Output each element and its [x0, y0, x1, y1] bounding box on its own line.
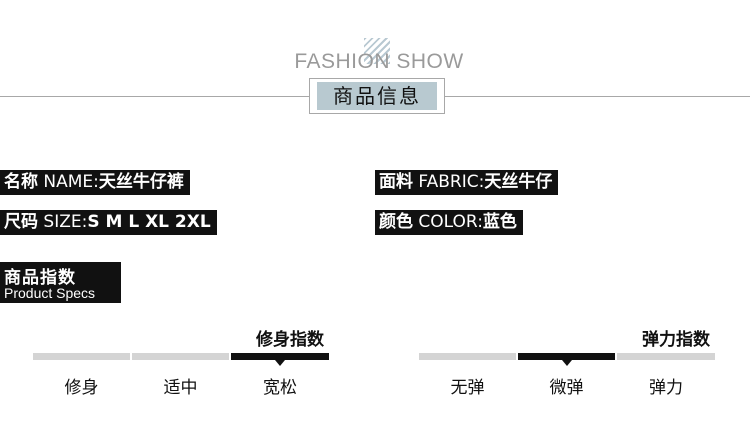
- size-value: S M L XL 2XL: [87, 212, 211, 232]
- selected-pointer-icon: [275, 360, 285, 366]
- title-box: 商品信息: [309, 78, 445, 114]
- color-tag: 颜色 COLOR:蓝色: [375, 210, 523, 235]
- specs-title-en: Product Specs: [4, 285, 96, 301]
- fashion-show-text: FASHION SHOW: [294, 50, 464, 73]
- fabric-value: 天丝牛仔: [484, 172, 553, 192]
- color-en: COLOR:: [413, 212, 483, 232]
- elastic-segment-3: [617, 353, 715, 360]
- fabric-tag: 面料 FABRIC:天丝牛仔: [375, 170, 559, 195]
- fit-segment-1: [33, 353, 130, 360]
- name-tag: 名称 NAME:天丝牛仔裤: [0, 170, 190, 195]
- color-label: 颜色: [379, 212, 413, 232]
- size-tag: 尺码 SIZE:S M L XL 2XL: [0, 210, 217, 235]
- name-en: NAME:: [38, 172, 99, 192]
- product-specs-block: 商品指数 Product Specs: [0, 262, 121, 303]
- elastic-option-label: 弹力: [649, 378, 683, 398]
- fit-option-label: 宽松: [263, 378, 297, 398]
- hatch-decoration: [364, 38, 390, 64]
- elastic-segment-2: [518, 353, 615, 366]
- fabric-label: 面料: [379, 172, 413, 192]
- elastic-option-label: 微弹: [549, 378, 584, 398]
- size-en: SIZE:: [38, 212, 88, 232]
- name-label: 名称: [4, 172, 38, 192]
- fit-segment-3: [231, 353, 329, 366]
- color-value: 蓝色: [482, 212, 517, 232]
- page-title: 商品信息: [317, 82, 437, 110]
- selected-pointer-icon: [561, 360, 572, 366]
- fit-segment-2: [132, 353, 229, 360]
- fit-option-label: 修身: [64, 378, 99, 398]
- elastic-segment-1: [419, 353, 516, 360]
- fabric-en: FABRIC:: [413, 172, 485, 192]
- fit-scale-title: 修身指数: [256, 330, 324, 350]
- fit-option-label: 适中: [163, 378, 198, 398]
- size-label: 尺码: [4, 212, 38, 232]
- elastic-scale-title: 弹力指数: [642, 330, 710, 350]
- elastic-option-label: 无弹: [450, 378, 485, 398]
- specs-title-cn: 商品指数: [4, 268, 76, 288]
- name-value: 天丝牛仔裤: [98, 172, 184, 192]
